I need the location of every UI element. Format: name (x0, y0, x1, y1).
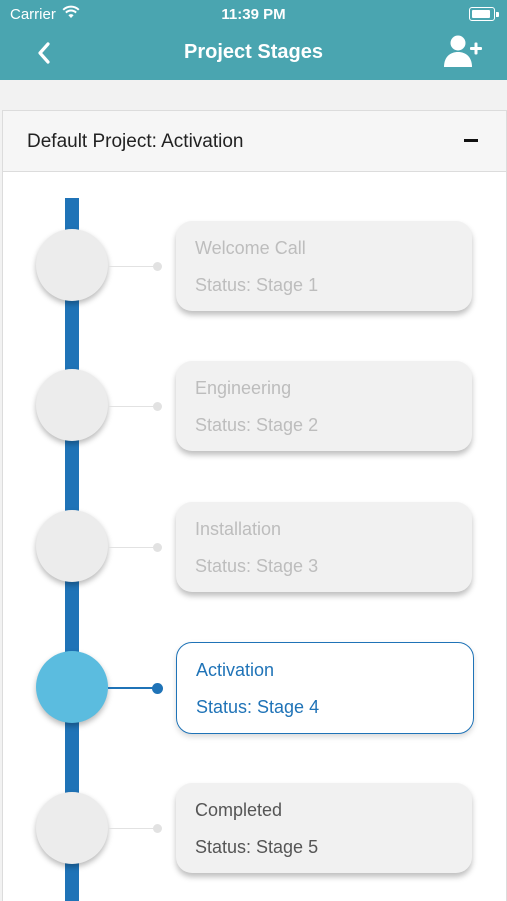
stage-name: Welcome Call (195, 238, 306, 258)
status-time: 11:39 PM (221, 6, 286, 23)
status-bar: Carrier 11:39 PM (0, 0, 507, 28)
chevron-left-icon (38, 42, 50, 64)
navigation-bar: Carrier 11:39 PM Project Stages (0, 0, 507, 80)
stage-name: Completed (195, 800, 283, 820)
stage-status: Status: Stage 2 (195, 415, 319, 435)
stage-node (36, 510, 108, 582)
stage-node (36, 229, 108, 301)
stage-name: Engineering (195, 378, 292, 398)
stage-connector-active (108, 687, 156, 689)
stage-connector-dot-active (152, 683, 163, 694)
back-button[interactable] (30, 36, 58, 70)
stage-node (36, 792, 108, 864)
stage-name: Installation (195, 519, 282, 539)
stage-connector (108, 266, 156, 267)
stage-card-activation[interactable]: Activation Status: Stage 4 (176, 642, 474, 734)
add-user-button[interactable] (443, 34, 483, 70)
stage-card-completed[interactable]: Completed Status: Stage 5 (176, 783, 472, 873)
stage-connector-dot (153, 402, 162, 411)
battery-icon (469, 7, 499, 21)
collapse-button[interactable] (460, 127, 484, 151)
project-title: Default Project: Activation (27, 131, 244, 152)
stage-status: Status: Stage 1 (195, 275, 319, 295)
stage-connector (108, 828, 156, 829)
project-section: Default Project: Activation Welcome Call… (2, 110, 507, 901)
stage-node-active (36, 651, 108, 723)
stage-card-engineering[interactable]: Engineering Status: Stage 2 (176, 361, 472, 451)
page-title: Project Stages (184, 41, 323, 63)
wifi-icon (62, 5, 80, 23)
stage-connector (108, 406, 156, 407)
stage-connector-dot (153, 262, 162, 271)
stage-status: Status: Stage 4 (196, 697, 320, 717)
stage-name: Activation (196, 660, 275, 680)
stage-card-installation[interactable]: Installation Status: Stage 3 (176, 502, 472, 592)
stage-connector-dot (153, 543, 162, 552)
stage-node (36, 369, 108, 441)
add-user-icon (444, 35, 482, 67)
carrier-label: Carrier (10, 6, 56, 23)
stage-status: Status: Stage 3 (195, 556, 319, 576)
project-header[interactable]: Default Project: Activation (3, 111, 506, 172)
stage-connector (108, 547, 156, 548)
stage-connector-dot (153, 824, 162, 833)
stage-status: Status: Stage 5 (195, 837, 319, 857)
stage-card-welcome-call[interactable]: Welcome Call Status: Stage 1 (176, 221, 472, 311)
